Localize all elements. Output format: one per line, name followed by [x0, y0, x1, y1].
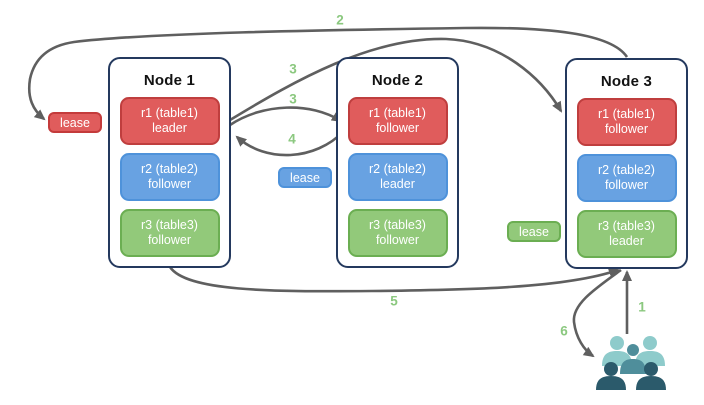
- node3-replica-r3: r3 (table3) leader: [576, 210, 677, 258]
- arrow-step-5: [168, 266, 620, 293]
- replica-role: leader: [152, 121, 187, 135]
- step-number-1: 1: [638, 299, 646, 315]
- replica-role: leader: [380, 177, 415, 191]
- lease-badge-table2: lease: [278, 167, 332, 188]
- replica-label: r1 (table1): [598, 106, 655, 121]
- step-number-2: 2: [336, 12, 344, 28]
- node-1-card: Node 1 r1 (table1) leader r2 (table2) fo…: [108, 57, 231, 268]
- node3-replica-r1: r1 (table1) follower: [576, 98, 677, 146]
- arrow-step-3-to-node2: [229, 106, 343, 127]
- step-number-3a: 3: [289, 61, 297, 77]
- node1-replica-r2: r2 (table2) follower: [119, 153, 220, 201]
- node3-replica-r2: r2 (table2) follower: [576, 154, 677, 202]
- node-2-title: Node 2: [371, 72, 424, 89]
- replica-role: follower: [604, 122, 649, 136]
- replica-role: follower: [375, 121, 420, 135]
- replica-label: r1 (table1): [141, 105, 198, 120]
- replica-label: r3 (table3): [598, 218, 655, 233]
- lease-badge-table1: lease: [48, 112, 102, 133]
- node-3-card: Node 3 r1 (table1) follower r2 (table2) …: [565, 58, 688, 269]
- node-3-title: Node 3: [600, 73, 653, 90]
- node2-replica-r3: r3 (table3) follower: [347, 209, 448, 257]
- node2-replica-r2: r2 (table2) leader: [347, 153, 448, 201]
- step-number-6: 6: [560, 323, 568, 339]
- replica-role: follower: [147, 177, 192, 191]
- replica-label: r3 (table3): [141, 217, 198, 232]
- node-2-card: Node 2 r1 (table1) follower r2 (table2) …: [336, 57, 459, 268]
- step-number-5: 5: [390, 293, 398, 309]
- replica-role: follower: [604, 178, 649, 192]
- replica-label: r1 (table1): [369, 105, 426, 120]
- node1-replica-r1: r1 (table1) leader: [119, 97, 220, 145]
- node1-replica-r3: r3 (table3) follower: [119, 209, 220, 257]
- node2-replica-r1: r1 (table1) follower: [347, 97, 448, 145]
- replica-role: leader: [609, 234, 644, 248]
- replica-label: r2 (table2): [369, 161, 426, 176]
- step-number-4: 4: [288, 131, 296, 147]
- replica-label: r2 (table2): [141, 161, 198, 176]
- lease-badge-table3: lease: [507, 221, 561, 242]
- users-group-icon: [596, 336, 666, 390]
- replica-role: follower: [375, 233, 420, 247]
- replica-label: r3 (table3): [369, 217, 426, 232]
- step-number-3b: 3: [289, 91, 297, 107]
- node-1-title: Node 1: [143, 72, 196, 89]
- replica-label: r2 (table2): [598, 162, 655, 177]
- replica-role: follower: [147, 233, 192, 247]
